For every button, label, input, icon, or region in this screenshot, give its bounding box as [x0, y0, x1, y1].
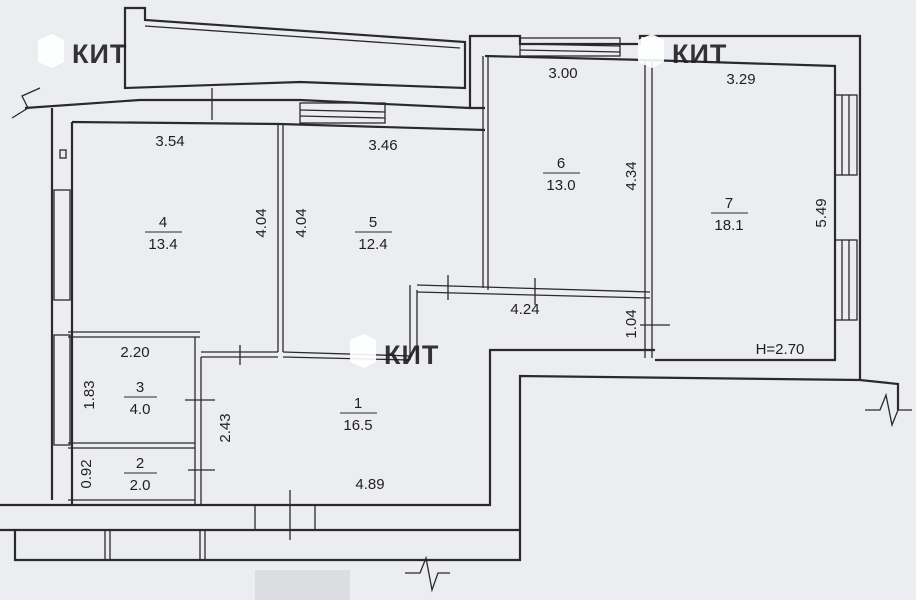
entrance-door — [254, 504, 316, 531]
dimension-label: 1.83 — [81, 380, 98, 409]
break-markers — [11, 87, 912, 593]
window — [53, 189, 71, 301]
room-number: 7 — [725, 195, 733, 212]
room-label-7: 7 18.1 — [711, 195, 748, 234]
room-label-1: 1 16.5 — [340, 395, 377, 434]
room-area: 12.4 — [358, 236, 387, 253]
dimension-label: 3.46 — [368, 137, 397, 154]
room-number: 5 — [369, 214, 377, 231]
dimension-label: 4.04 — [293, 208, 310, 237]
room-number: 4 — [159, 214, 167, 231]
dimension-label: 0.92 — [78, 459, 95, 488]
watermark-logo — [38, 34, 664, 368]
room-area: 2.0 — [130, 477, 151, 494]
room-area: 13.0 — [546, 177, 575, 194]
watermark-text: КИТ — [384, 340, 439, 370]
dimension-labels: 3.54 3.46 3.00 3.29 4.24 2.20 4.89 H=2.7… — [78, 65, 830, 493]
watermark-text: КИТ — [72, 39, 127, 69]
interior-walls — [68, 56, 653, 505]
window — [834, 239, 858, 321]
window — [299, 102, 386, 124]
room-label-6: 6 13.0 — [543, 155, 580, 194]
watermark-text: КИТ — [672, 39, 727, 69]
room-area: 4.0 — [130, 401, 151, 418]
room-label-3: 3 4.0 — [124, 379, 157, 418]
dimension-label: 1.04 — [623, 309, 640, 338]
blur-patch — [255, 570, 350, 600]
balcony-wall — [123, 6, 467, 90]
dimension-label: 2.20 — [120, 344, 149, 361]
dimension-label: 3.00 — [548, 65, 577, 82]
dimension-label: 4.24 — [510, 301, 539, 318]
ceiling-height: H=2.70 — [756, 341, 805, 358]
room-label-4: 4 13.4 — [145, 214, 182, 253]
room-label-2: 2 2.0 — [124, 455, 157, 494]
dimension-label: 5.49 — [813, 198, 830, 227]
room-number: 2 — [136, 455, 144, 472]
windows — [53, 37, 858, 531]
dimension-label: 4.04 — [253, 208, 270, 237]
window — [834, 94, 858, 176]
room-label-5: 5 12.4 — [355, 214, 392, 253]
room-area: 13.4 — [148, 236, 177, 253]
dimension-label: 4.34 — [623, 161, 640, 190]
dimension-label: 2.43 — [217, 413, 234, 442]
dimension-label: 3.54 — [155, 133, 184, 150]
room-number: 3 — [136, 379, 144, 396]
window — [53, 334, 71, 446]
room-area: 16.5 — [343, 417, 372, 434]
window — [519, 37, 621, 57]
dimension-label: 4.89 — [355, 476, 384, 493]
room-number: 6 — [557, 155, 565, 172]
room-number: 1 — [354, 395, 362, 412]
dimension-label: 3.29 — [726, 71, 755, 88]
room-area: 18.1 — [714, 217, 743, 234]
